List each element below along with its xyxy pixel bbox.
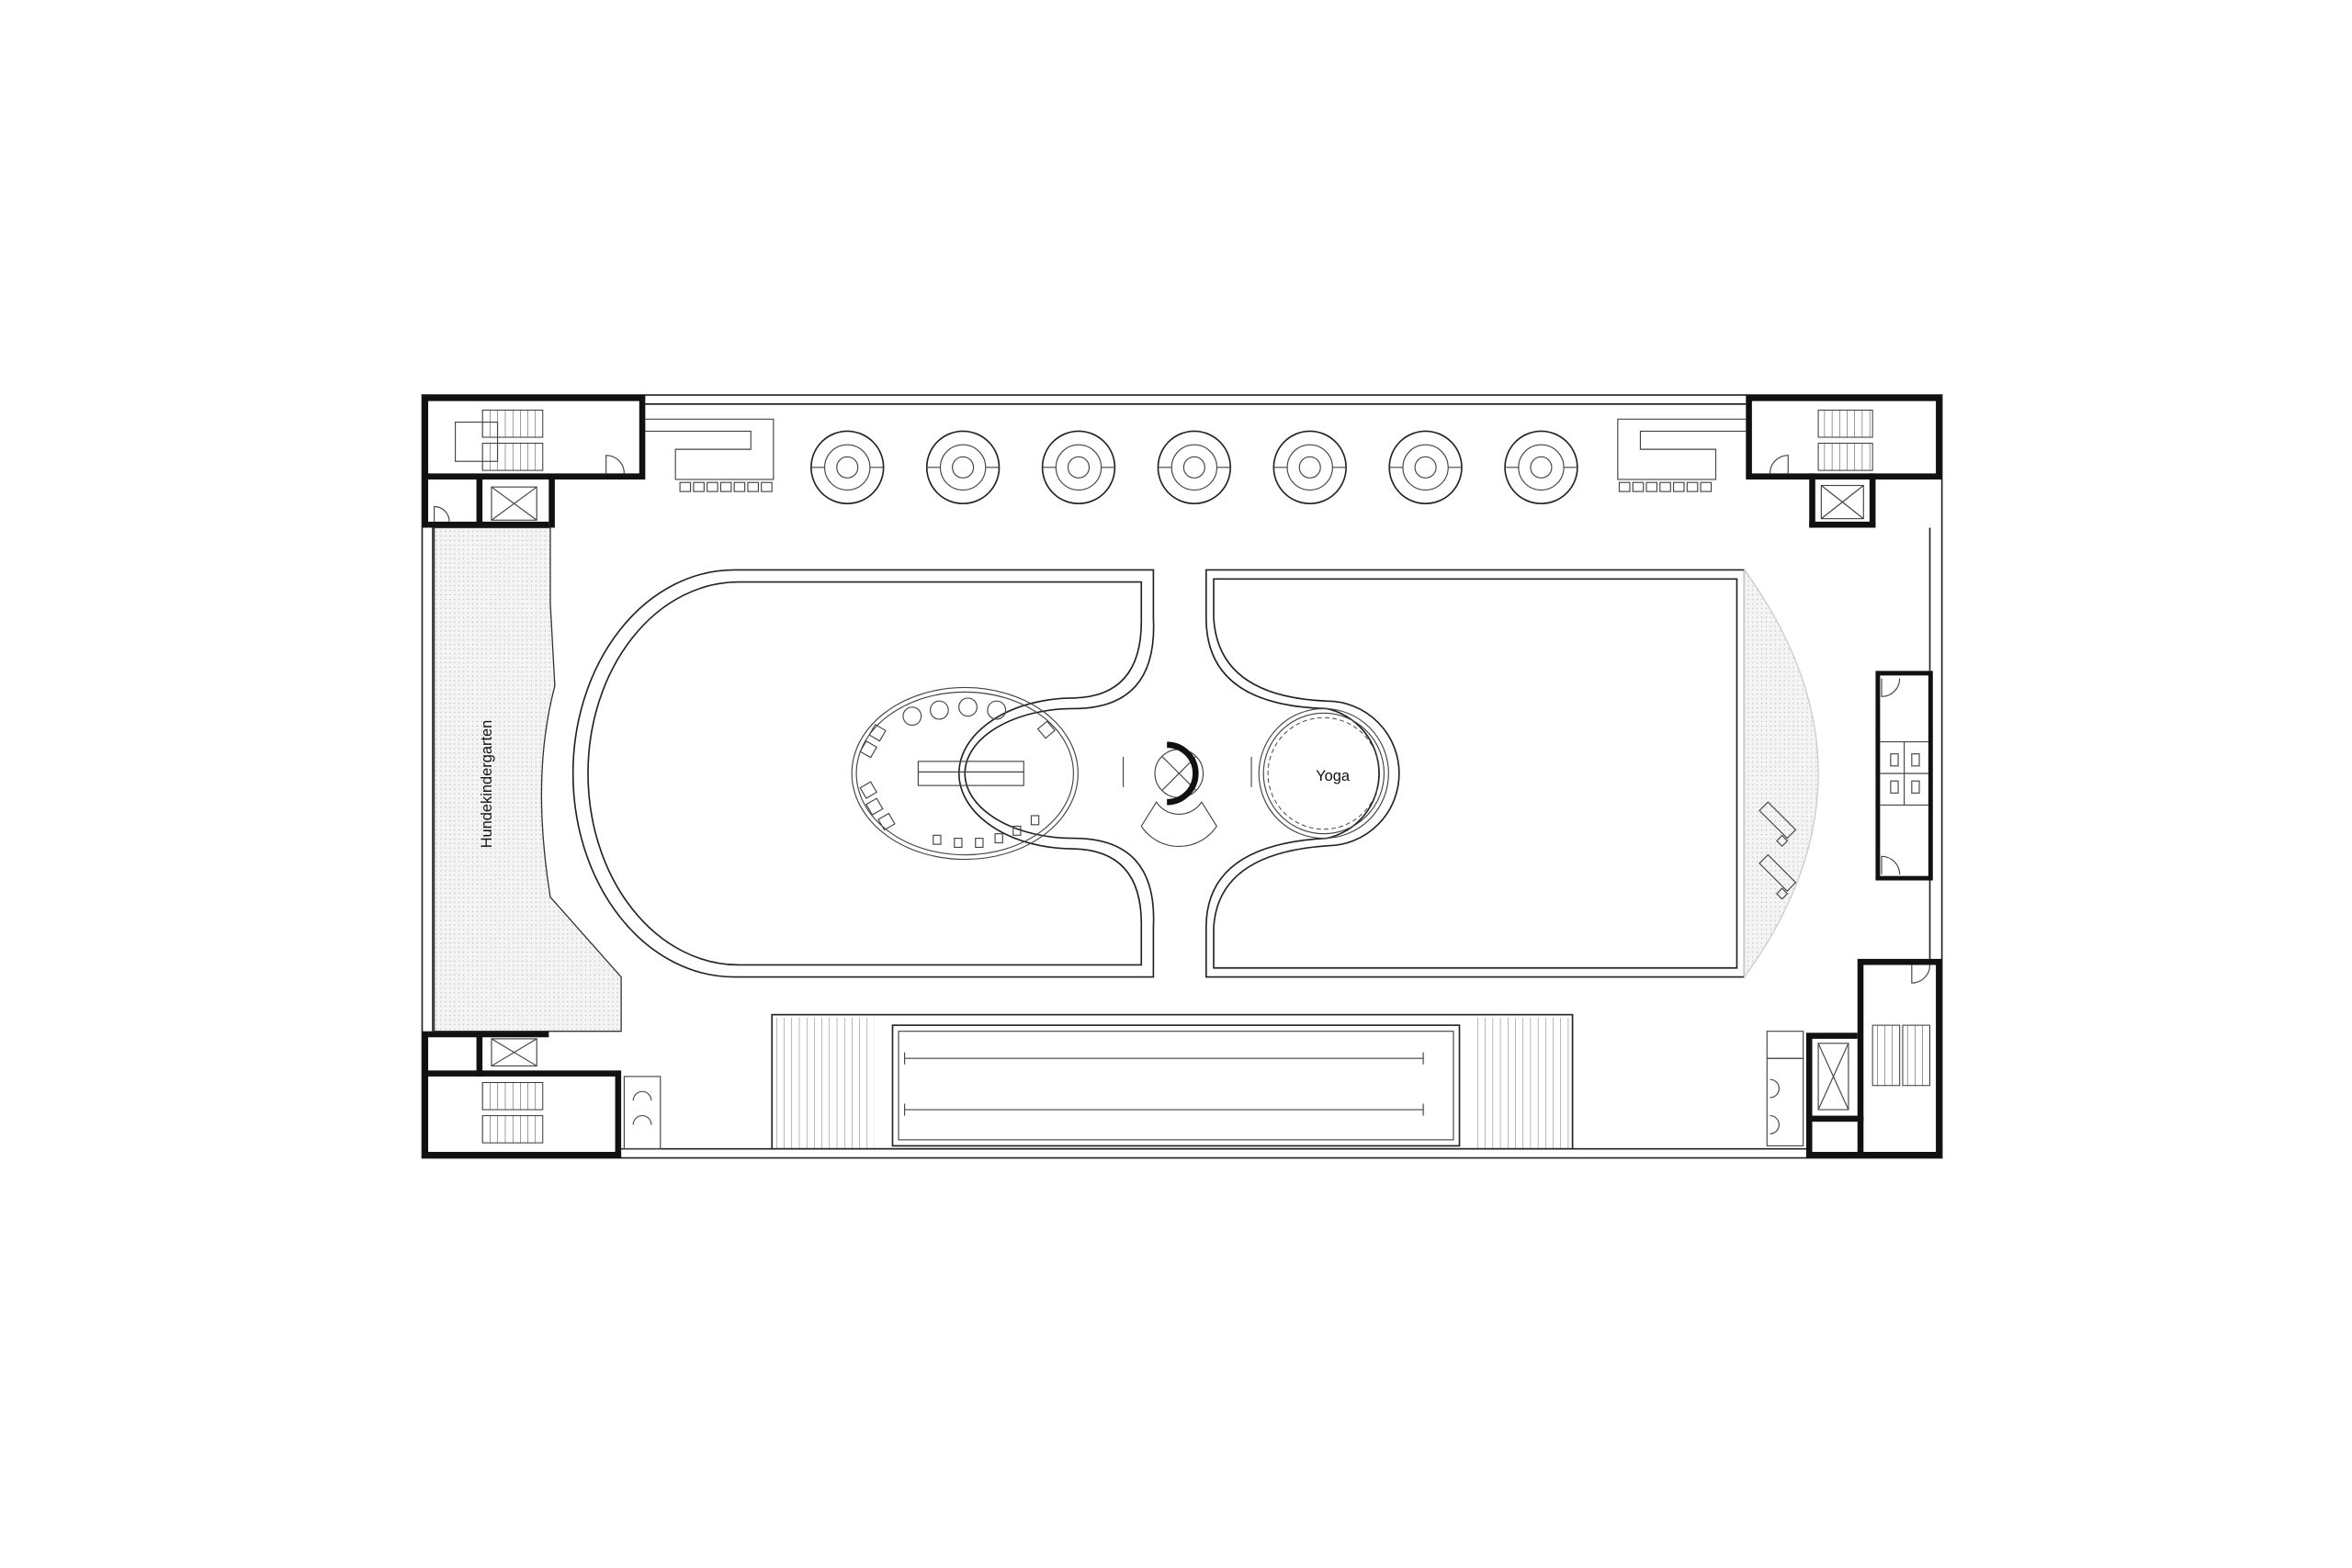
round-table bbox=[1041, 430, 1116, 505]
door-icon bbox=[434, 505, 450, 522]
round-table bbox=[810, 430, 885, 505]
dog-daycare-label: Hundekindergarten bbox=[479, 720, 495, 849]
elevator-icon bbox=[491, 1038, 537, 1067]
stair-icon bbox=[1871, 1024, 1931, 1087]
elevator-icon bbox=[1817, 1043, 1849, 1111]
stair-icon bbox=[481, 1081, 544, 1144]
spiral-stair bbox=[1122, 741, 1252, 847]
door-icon bbox=[1769, 455, 1789, 474]
door-icon bbox=[605, 455, 625, 474]
elevator-icon bbox=[1820, 484, 1864, 520]
pool-lane bbox=[904, 1052, 1424, 1065]
door-icon bbox=[1911, 964, 1931, 984]
elevator-icon bbox=[491, 486, 537, 521]
restroom-block bbox=[1766, 1031, 1804, 1146]
restroom-block-right bbox=[1875, 671, 1933, 881]
right-activity-area: Yoga bbox=[1205, 568, 1819, 979]
round-table bbox=[925, 430, 1001, 505]
dog-daycare-area: Hundekindergarten bbox=[433, 526, 622, 1032]
restroom-block bbox=[623, 1076, 662, 1150]
sun-lounger-icon bbox=[1758, 801, 1797, 900]
core-bottom-left bbox=[422, 997, 662, 1158]
lounge-oval bbox=[851, 686, 1079, 861]
stair-icon bbox=[1817, 409, 1873, 471]
core-top-left bbox=[422, 395, 646, 528]
core-bottom-right bbox=[1766, 958, 1942, 1158]
stair-icon bbox=[455, 409, 544, 471]
yoga-circle: Yoga bbox=[1258, 707, 1389, 840]
bar-counter-right bbox=[1617, 418, 1747, 492]
core-top-right bbox=[1746, 395, 1942, 528]
yoga-label: Yoga bbox=[1316, 768, 1351, 784]
round-table bbox=[1157, 430, 1232, 505]
bar-counter-left bbox=[645, 418, 775, 492]
round-table bbox=[1504, 430, 1578, 505]
round-table bbox=[1388, 430, 1463, 505]
round-table bbox=[1272, 430, 1347, 505]
left-activity-area bbox=[571, 569, 1155, 978]
round-tables bbox=[810, 430, 1578, 505]
pool-lane bbox=[904, 1103, 1424, 1116]
bar-table bbox=[917, 761, 1024, 786]
pool-area bbox=[771, 1013, 1574, 1150]
